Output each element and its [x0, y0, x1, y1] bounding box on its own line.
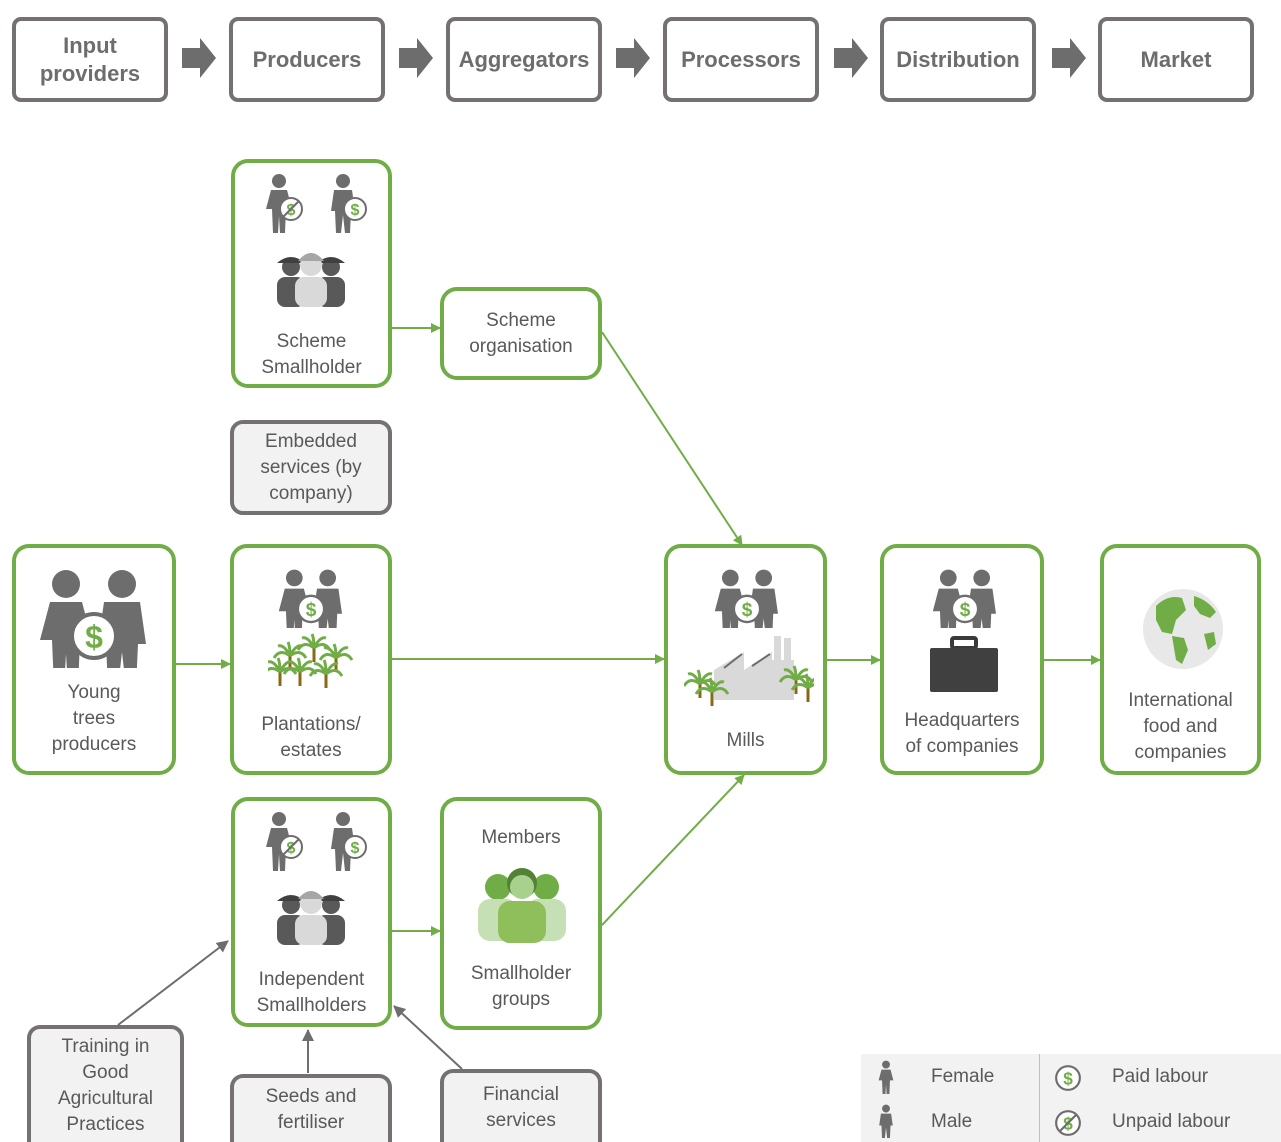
- arrow-training-to-independent: [117, 940, 229, 1026]
- node-label: Smallholder groups: [470, 963, 572, 1010]
- node-young-trees-producers: Young trees producers: [12, 544, 176, 775]
- legend-female-label: Female: [931, 1066, 995, 1087]
- factory-icon: [684, 636, 814, 708]
- node-headquarters: Headquarters of companies: [880, 544, 1044, 775]
- stage-arrow-icon: [834, 38, 868, 78]
- stage-arrow-icon: [182, 38, 216, 78]
- node-label: Headquarters of companies: [904, 710, 1020, 757]
- node-seeds-fertiliser: Seeds and fertiliser: [230, 1074, 392, 1142]
- unpaid-paid-pair-icon: [235, 171, 388, 241]
- stage-label: Processors: [681, 46, 801, 72]
- node-label: Financial services: [482, 1083, 560, 1131]
- legend-divider: [1039, 1054, 1040, 1142]
- node-smallholder-groups: Members Smallholder groups: [440, 797, 602, 1030]
- unpaid-paid-pair-icon: [235, 809, 388, 879]
- paid-labour-icon: [1055, 1065, 1081, 1091]
- briefcase-icon: [930, 636, 998, 692]
- node-embedded-services: Embedded services (by company): [230, 420, 392, 515]
- palm-trees-icon: [268, 632, 354, 690]
- legend-male-label: Male: [931, 1111, 973, 1132]
- node-label: Scheme organisation: [469, 309, 573, 357]
- workers-icon: [277, 253, 345, 307]
- node-scheme-organisation: Scheme organisation: [440, 287, 602, 380]
- legend-paid-label: Paid labour: [1112, 1066, 1209, 1087]
- stage-aggregators: Aggregators: [446, 17, 602, 102]
- arrow-groups-to-mills: [601, 774, 745, 926]
- node-label: Seeds and fertiliser: [265, 1086, 357, 1133]
- node-plantations-estates: Plantations/ estates: [230, 544, 392, 775]
- stage-label: Distribution: [896, 46, 1020, 72]
- female-icon: [878, 1060, 894, 1094]
- unpaid-labour-icon: [1055, 1110, 1081, 1136]
- node-label: Young trees producers: [51, 682, 137, 755]
- stage-label: Market: [1140, 46, 1212, 72]
- node-label: International food and companies: [1128, 690, 1233, 763]
- stage-label: Aggregators: [458, 46, 590, 72]
- node-label: Mills: [726, 730, 765, 751]
- node-international: International food and companies: [1100, 544, 1261, 775]
- paid-couple-icon: [713, 566, 781, 628]
- node-label: Independent Smallholders: [256, 969, 367, 1016]
- node-label: Plantations/ estates: [261, 714, 361, 761]
- male-icon: [879, 1104, 893, 1138]
- paid-couple-icon: [931, 566, 999, 628]
- stage-market: Market: [1098, 17, 1254, 102]
- node-independent-smallholders: Independent Smallholders: [231, 797, 392, 1027]
- stage-arrow-icon: [616, 38, 650, 78]
- node-financial-services: Financial services: [440, 1069, 602, 1142]
- stage-distribution: Distribution: [880, 17, 1036, 102]
- paid-couple-icon: [38, 564, 150, 668]
- arrow-financial-to-independent: [393, 1005, 463, 1070]
- stage-label: Input providers: [39, 32, 141, 86]
- stage-label: Producers: [252, 46, 362, 72]
- stage-processors: Processors: [663, 17, 819, 102]
- members-label: Members: [481, 827, 561, 848]
- stage-arrow-icon: [1052, 38, 1086, 78]
- stage-producers: Producers: [229, 17, 385, 102]
- node-label: Training in Good Agricultural Practices: [57, 1035, 154, 1135]
- node-mills: Mills: [664, 544, 827, 775]
- workers-icon: [277, 891, 345, 945]
- paid-couple-icon: [277, 566, 345, 628]
- stage-arrow-icon: [399, 38, 433, 78]
- stage-input-providers: Input providers: [12, 17, 168, 102]
- legend: Female Male Paid labour Unpaid labour: [861, 1054, 1281, 1142]
- group-people-icon: [478, 868, 566, 943]
- node-label: Scheme Smallholder: [261, 331, 362, 378]
- node-training: Training in Good Agricultural Practices: [27, 1025, 184, 1142]
- node-scheme-smallholder: Scheme Smallholder: [231, 159, 392, 388]
- globe-icon: [1143, 589, 1223, 669]
- arrow-organisation-to-mills: [601, 331, 743, 546]
- legend-unpaid-label: Unpaid labour: [1112, 1111, 1231, 1132]
- node-label: Embedded services (by company): [260, 430, 362, 504]
